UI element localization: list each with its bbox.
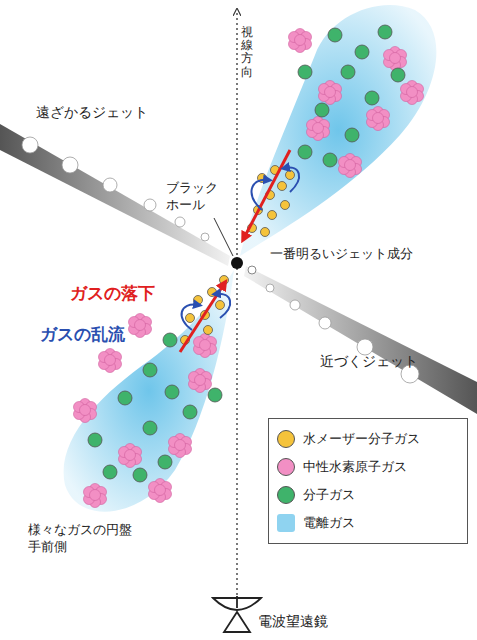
jet-component-label: 一番明るいジェット成分 xyxy=(268,246,415,263)
jet-blob xyxy=(319,317,331,329)
legend-text: 電離ガス xyxy=(303,514,355,532)
molecular-gas xyxy=(365,91,379,105)
lower-disk xyxy=(64,270,234,512)
infall-label: ガスの落下 xyxy=(70,282,155,304)
upper-disk xyxy=(240,5,436,256)
legend-row: 水メーザー分子ガス xyxy=(277,425,459,453)
telescope-label: 電波望遠鏡 xyxy=(258,612,328,630)
jet-blob xyxy=(201,233,209,241)
jet-label: 遠ざかるジェット xyxy=(36,103,148,121)
hydrogen-cloud xyxy=(401,81,424,105)
gas-particles xyxy=(74,25,424,508)
hydrogen-cloud xyxy=(289,29,312,53)
hydrogen-cloud xyxy=(149,479,172,503)
jet-blob xyxy=(144,199,156,211)
maser-gas xyxy=(220,276,229,285)
hydrogen-cloud xyxy=(84,484,107,508)
molecular-gas xyxy=(118,391,132,405)
molecular-gas xyxy=(183,405,197,419)
molecular-gas xyxy=(345,128,359,142)
hydrogen-cloud xyxy=(189,369,212,393)
molecular-gas xyxy=(133,468,147,482)
maser-gas xyxy=(186,314,195,323)
maser-gas xyxy=(261,228,270,237)
turbulence-arrow xyxy=(252,180,268,210)
molecular-gas xyxy=(391,68,405,82)
legend-swatch xyxy=(277,486,295,504)
jet-blob xyxy=(62,157,78,173)
molecular-gas xyxy=(208,388,222,402)
black-hole-label: ブラック ホール xyxy=(166,180,228,214)
turbulence-arrow xyxy=(285,168,299,192)
jet-blob xyxy=(357,339,373,355)
hydrogen-cloud xyxy=(307,117,330,141)
maser-gas xyxy=(281,201,290,210)
line-of-sight xyxy=(236,12,237,600)
legend-text: 中性水素原子ガス xyxy=(303,458,407,476)
molecular-gas xyxy=(88,433,102,447)
hydrogen-cloud xyxy=(129,314,152,338)
molecular-gas xyxy=(143,363,157,377)
hydrogen-cloud xyxy=(319,81,342,105)
legend-row: 中性水素原子ガス xyxy=(277,453,459,481)
jet-blob xyxy=(266,284,274,292)
molecular-gas xyxy=(328,28,342,42)
hydrogen-cloud xyxy=(74,399,97,423)
legend-swatch xyxy=(277,514,295,532)
hydrogen-cloud xyxy=(384,47,407,71)
legend-row: 分子ガス xyxy=(277,481,459,509)
hydrogen-cloud xyxy=(194,334,217,358)
molecular-gas xyxy=(163,333,177,347)
maser-gas xyxy=(194,296,203,305)
maser-gas xyxy=(204,326,213,335)
legend-row: 電離ガス xyxy=(277,509,459,537)
molecular-gas xyxy=(298,145,312,159)
turbulence-label: ガスの乱流 xyxy=(40,323,125,345)
molecular-gas xyxy=(323,153,337,167)
legend-swatch xyxy=(277,458,295,476)
molecular-gas xyxy=(315,103,329,117)
disk-label: 様々なガスの円盤 手前側 xyxy=(28,522,144,556)
legend-box: 水メーザー分子ガス中性水素原子ガス分子ガス電離ガス xyxy=(268,418,468,544)
radio-telescope xyxy=(213,596,261,632)
legend-text: 水メーザー分子ガス xyxy=(303,430,420,448)
maser-gas xyxy=(278,182,287,191)
jet-label: 近づくジェット xyxy=(320,352,418,370)
approaching-jet xyxy=(244,266,477,414)
maser-gas xyxy=(268,211,277,220)
hydrogen-cloud xyxy=(119,444,142,468)
legend-text: 分子ガス xyxy=(303,486,355,504)
hydrogen-cloud xyxy=(169,434,192,458)
black-hole xyxy=(231,257,243,269)
hydrogen-cloud xyxy=(99,349,122,373)
leader-line xyxy=(214,218,233,256)
molecular-gas xyxy=(298,65,312,79)
jet-blob xyxy=(103,178,117,192)
jet-blob xyxy=(175,217,185,227)
turbulence-arrow xyxy=(216,294,230,318)
turbulence-arrow xyxy=(182,305,198,330)
molecular-gas xyxy=(355,45,369,59)
maser-gas xyxy=(286,171,295,180)
molecular-gas xyxy=(165,385,179,399)
receding-jet xyxy=(0,124,230,266)
axis-label: 視線方向 xyxy=(241,26,253,79)
molecular-gas xyxy=(143,421,157,435)
molecular-gas xyxy=(158,455,172,469)
infall-arrow xyxy=(244,150,290,238)
maser-gas xyxy=(216,301,225,310)
jet-blob xyxy=(22,137,38,153)
hydrogen-cloud xyxy=(339,154,362,178)
brightest-jet-component xyxy=(248,266,256,274)
molecular-gas xyxy=(341,65,355,79)
jet-blob xyxy=(290,300,300,310)
molecular-gas xyxy=(103,465,117,479)
molecular-gas xyxy=(378,25,392,39)
legend-swatch xyxy=(277,430,295,448)
hydrogen-cloud xyxy=(367,107,390,131)
